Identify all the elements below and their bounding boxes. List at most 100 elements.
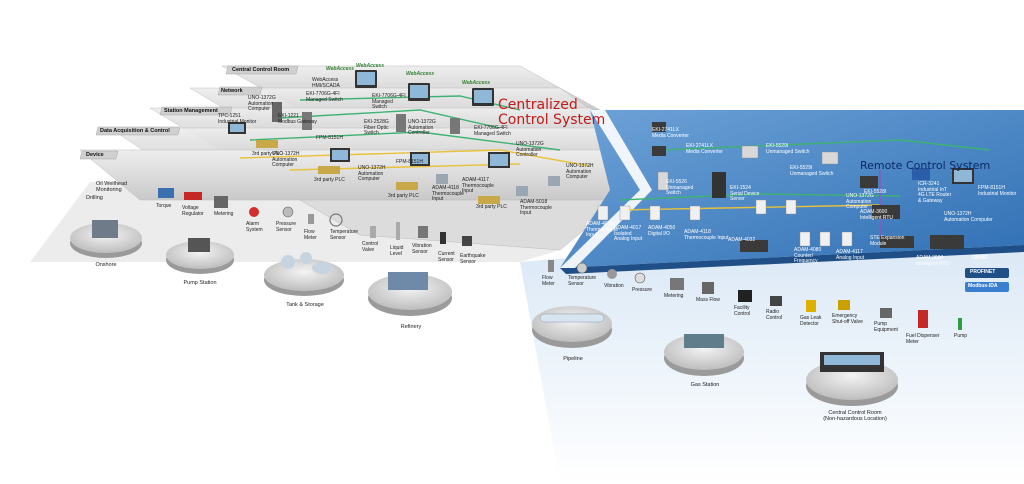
label-plc1: 3rd party PLC: [252, 151, 283, 157]
site-pump-station: Pump Station: [183, 280, 217, 286]
label-onvif: ONVIF: [972, 255, 988, 261]
site-refinery: Refinery: [400, 324, 422, 330]
label-profinet: PROFINET: [970, 269, 996, 275]
label-eki-5528: EKI-5528I: [864, 189, 887, 195]
remote-floor: [520, 220, 1024, 484]
label-fpm-8151h: FPM-8151H Industrial Monitor: [978, 185, 1017, 197]
site-tank-storage: Tank & Storage: [286, 302, 324, 308]
device-temperature-sensor: Temperature Sensor: [330, 229, 359, 241]
label-adam-4018: ADAM-4018 Thermocouple Input: [586, 221, 618, 238]
label-eki-7706b: EKI-7706G-4FI Managed Switch: [372, 93, 406, 110]
label-tpc-1551: TPC-1251 Industrial Monitor: [218, 113, 257, 125]
label-plc2: 3rd party PLC: [314, 177, 345, 183]
device-oil-wellhead: Oil Wellhead Monitoring: [96, 181, 128, 193]
device-voltage-regulator: Voltage Regulator: [182, 205, 204, 217]
label-fpm-8151: FPM-8151H: [316, 135, 343, 141]
central-equipment: [228, 70, 560, 204]
bottom-device-icons: [548, 260, 962, 330]
label-uno-1372g-r: UNO-1372G Automation Computer: [846, 193, 874, 210]
device-alarm-system: Alarm System: [246, 221, 263, 233]
device-earthquake-sensor: Earthquake Sensor: [460, 253, 486, 265]
label-adam-4050: ADAM-4050 Digital I/O: [648, 225, 676, 237]
device-control-valve: Control Valve: [362, 241, 379, 253]
device-pressure-sensor: Pressure Sensor: [276, 221, 297, 233]
label-uno-1372h-b: UNO-1372H Automation Computer: [358, 165, 386, 182]
label-adam-3600: ADAM-3600 Intelligent RTU: [860, 209, 893, 221]
device-b-gas-leak: Gas Leak Detector: [800, 315, 822, 327]
label-eki-5529: EKI-5529I Unmanaged Switch: [766, 143, 810, 155]
layer-central-control-room: Central Control Room: [232, 67, 290, 73]
layer-data-acquisition: Data Acquisition & Control: [100, 128, 170, 134]
site-pipeline: Pipeline: [563, 356, 583, 362]
device-b-fuel-dispenser: Fuel Dispenser Meter: [906, 333, 940, 345]
device-drilling: Drilling: [86, 195, 103, 201]
central-layer-slabs: [79, 65, 651, 251]
device-b-mass-flow: Mass Flow: [696, 297, 720, 303]
label-eki-5526: EKI-5526 Unmanaged Switch: [666, 179, 694, 196]
device-b-pump: Pump: [954, 333, 968, 339]
label-adam-4117r: ADAM-4117 Analog Input: [836, 249, 865, 261]
device-b-temperature-sensor: Temperature Sensor: [568, 275, 597, 287]
layer-device: Device: [86, 152, 104, 158]
label-ste-module: STE Expansion Module: [870, 235, 905, 247]
label-icr-3241: ICR-3241 Industrial IoT 4G LTE Router & …: [918, 181, 952, 204]
label-eki-5529b: EKI-5529I Unmanaged Switch: [790, 165, 834, 177]
label-eki-2741b: EKI-2741LX Media Converter: [686, 143, 723, 155]
label-uno-1372h: UNO-1372H Automation Computer: [272, 151, 300, 168]
device-metering: Metering: [214, 211, 234, 217]
layer-network: Network: [221, 88, 243, 94]
device-vibration-sensor: Vibration Sensor: [412, 243, 432, 255]
label-adam-5018: ADAM-5018 Thermocouple Input: [520, 199, 552, 216]
label-plc4: 3rd party PLC: [476, 204, 507, 210]
label-plc3: 3rd party PLC: [388, 193, 419, 199]
layer-station-management: Station Management: [164, 108, 218, 114]
site-onshore: Onshore: [95, 262, 117, 268]
device-b-metering: Metering: [664, 293, 684, 299]
device-torque: Torque: [156, 203, 172, 209]
remote-control-title: Remote Control System: [860, 159, 991, 172]
webaccess-logo-4: WebAccess: [462, 80, 490, 86]
label-fpm-8151b: FPM-8151H: [396, 159, 423, 165]
label-adam-4118r: ADAM-4118 Thermocouple Input: [684, 229, 729, 241]
webaccess-logo-3: WebAccess: [406, 71, 434, 77]
label-eki-7706c: EKI-7706G-4FI Managed Switch: [474, 125, 511, 137]
label-uno-1372g-b: UNO-1372G Automation Controller: [408, 119, 436, 136]
label-uno-1372h-r: UNO-1372H Automation Computer: [944, 211, 993, 223]
centralized-control-title: Centralized Control System: [498, 97, 606, 128]
device-b-pressure: Pressure: [632, 287, 653, 293]
device-b-vibration: Vibration: [604, 283, 624, 289]
label-eki-2528: EKI-2528G Fiber Optic Switch: [364, 119, 389, 136]
chevron-divider: [560, 110, 652, 268]
label-webaccess-hmi: WebAccess HMI/SCADA: [312, 77, 340, 89]
site-gas-station: Gas Station: [690, 382, 720, 388]
label-eki-1221: EKI-1221 Modbus Gateway: [278, 113, 317, 125]
site-discs: [70, 220, 898, 406]
remote-equipment: [597, 122, 1009, 292]
webaccess-logo: WebAccess: [326, 66, 354, 72]
label-adam-3600b: ADAM-3600 Intelligent RTU: [916, 255, 949, 267]
device-flow-meter: Flow Meter: [304, 229, 317, 241]
layer-tabs: [79, 65, 299, 160]
label-modbus: Modbus-IDA: [968, 283, 998, 289]
label-eki-1524: EKI-1524 Serial Device Server: [730, 185, 760, 202]
device-b-emergency-valve: Emergency Shut-off Valve: [832, 313, 863, 325]
device-b-flow-meter: Flow Meter: [542, 275, 555, 287]
remote-platform-edge: [560, 245, 1024, 274]
label-uno-1372g-c: UNO-1372G Automation Controller: [516, 141, 544, 158]
device-b-facility-control: Facility Control: [734, 305, 751, 317]
site-central-control-room: Central Control Room (Non-hazardous Loca…: [823, 410, 887, 422]
label-uno-1372g: UNO-1372G Automation Computer: [248, 95, 276, 112]
top-device-icons: [158, 188, 472, 246]
label-adam-4080: ADAM-4080 Counter/ Frequency: [794, 247, 822, 264]
label-uno-1372h-c: UNO-1372H Automation Computer: [566, 163, 594, 180]
device-floor: [30, 182, 560, 262]
device-current-sensor: Current Sensor: [438, 251, 455, 263]
label-adam-4032: ADAM-4032: [728, 237, 756, 243]
label-adam-4117: ADAM-4117 Thermocouple Input: [462, 177, 494, 194]
label-adam-4017: ADAM-4017 Isolated Analog Input: [614, 225, 643, 242]
label-adam-4118: ADAM-4118 Thermocouple Input: [432, 185, 464, 202]
label-eki-7706: EKI-7706G-4FI Managed Switch: [306, 91, 343, 103]
label-eki-2741: EKI-2741LX Media Converter: [652, 127, 689, 139]
